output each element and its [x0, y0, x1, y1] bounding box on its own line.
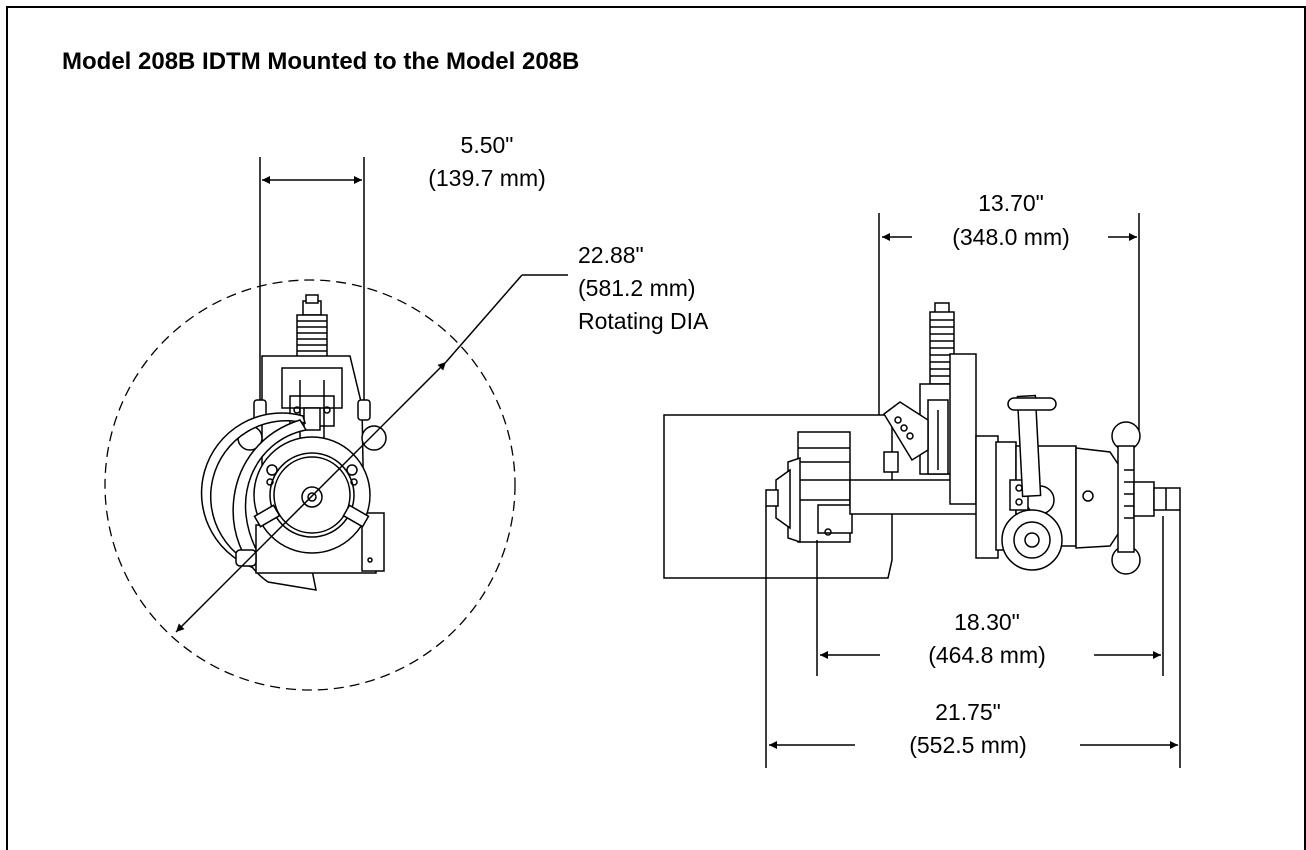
- dim-rotating-dia-mm: (581.2 mm): [578, 275, 696, 301]
- front-view: [104, 157, 568, 691]
- dim-width-left-inch: 5.50": [461, 132, 514, 158]
- dim-width-left-mm: (139.7 mm): [428, 165, 546, 191]
- dim-rotating-dia-label: Rotating DIA: [578, 308, 709, 334]
- diameter-leader: [175, 361, 447, 633]
- rotating-diameter-circle: [104, 279, 516, 691]
- dim-rotating-dia-inch: 22.88": [578, 242, 644, 268]
- dim-width-right-inch: 13.70": [978, 190, 1044, 216]
- handwheel: [1001, 509, 1063, 571]
- dim-length-total-mm: (552.5 mm): [909, 732, 1027, 758]
- knob-right: [361, 425, 387, 451]
- dim-width-right-mm: (348.0 mm): [952, 224, 1070, 250]
- drawing-frame: [6, 6, 1306, 850]
- drawing-title: Model 208B IDTM Mounted to the Model 208…: [62, 48, 580, 75]
- dim-length-mid-mm: (464.8 mm): [928, 642, 1046, 668]
- dim-length-total-inch: 21.75": [935, 699, 1001, 725]
- dim-length-mid-inch: 18.30": [954, 609, 1020, 635]
- side-view: [663, 213, 1181, 768]
